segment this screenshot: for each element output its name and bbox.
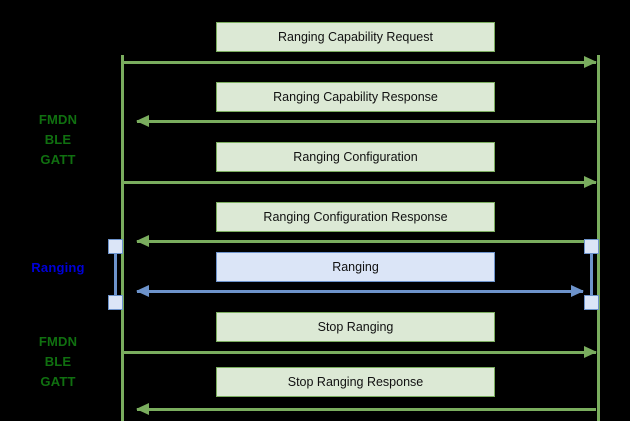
message-box-ranging-configuration-response: Ranging Configuration Response	[216, 202, 495, 232]
right-activation-end-box	[584, 295, 599, 310]
arrow-ranging-capability-response	[136, 115, 596, 127]
message-box-ranging: Ranging	[216, 252, 495, 282]
message-box-stop-ranging-response: Stop Ranging Response	[216, 367, 495, 397]
arrow-ranging-capability-request	[124, 56, 597, 68]
side-label-ranging: Ranging	[31, 260, 85, 275]
side-label-gatt-bottom: FMDN BLE GATT	[38, 334, 78, 389]
left-activation-line	[114, 247, 117, 302]
arrow-shaft	[137, 120, 596, 123]
arrowhead-right-icon	[584, 56, 597, 68]
message-box-ranging-configuration: Ranging Configuration	[216, 142, 495, 172]
arrowhead-left-icon	[136, 285, 149, 297]
message-box-stop-ranging: Stop Ranging	[216, 312, 495, 342]
right-activation-line	[590, 247, 593, 302]
left-lifeline	[121, 55, 124, 421]
arrowhead-right-icon	[584, 346, 597, 358]
arrow-ranging-bidirectional	[136, 285, 584, 297]
arrow-shaft	[137, 290, 583, 293]
arrowhead-right-icon	[584, 176, 597, 188]
left-activation-end-box	[108, 295, 123, 310]
arrow-shaft	[137, 408, 596, 411]
message-box-ranging-capability-response: Ranging Capability Response	[216, 82, 495, 112]
arrow-shaft	[124, 181, 596, 184]
arrow-stop-ranging	[124, 346, 597, 358]
arrowhead-right-icon	[571, 285, 584, 297]
left-activation-start-box	[108, 239, 123, 254]
right-activation-start-box	[584, 239, 599, 254]
message-box-ranging-capability-request: Ranging Capability Request	[216, 22, 495, 52]
arrow-shaft	[124, 61, 596, 64]
arrowhead-left-icon	[136, 403, 149, 415]
arrowhead-left-icon	[136, 115, 149, 127]
arrow-ranging-configuration	[124, 176, 597, 188]
arrow-ranging-configuration-response	[136, 235, 596, 247]
side-label-gatt-top: FMDN BLE GATT	[38, 112, 78, 167]
arrow-stop-ranging-response	[136, 403, 596, 415]
arrowhead-left-icon	[136, 235, 149, 247]
arrow-shaft	[124, 351, 596, 354]
right-lifeline	[597, 55, 600, 421]
arrow-shaft	[137, 240, 596, 243]
